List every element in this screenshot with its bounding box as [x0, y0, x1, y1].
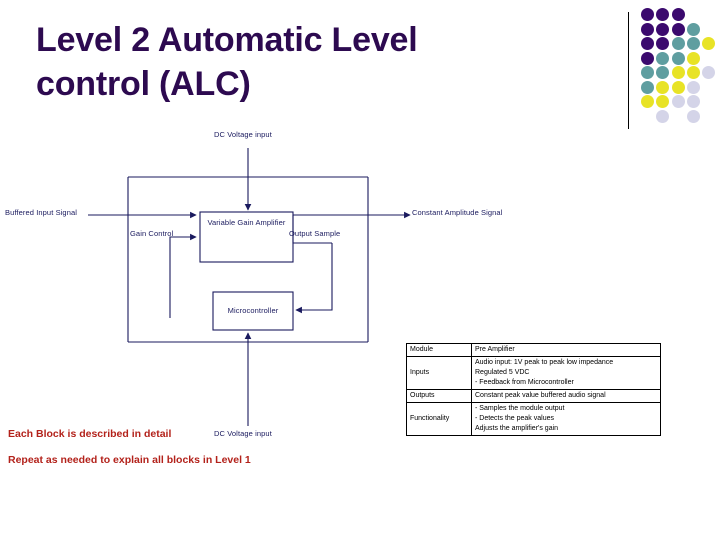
table-row: Functionality- Samples the module output…	[406, 401, 661, 436]
decoration-dot	[686, 66, 700, 79]
decoration-dot	[686, 37, 700, 50]
decoration-dot	[686, 51, 700, 65]
label-constant-amplitude-signal: Constant Amplitude Signal	[412, 208, 503, 217]
decoration-dot	[656, 51, 670, 65]
note-each-block-described: Each Block is described in detail	[8, 428, 172, 440]
spec-row-key: Inputs	[406, 355, 472, 390]
decoration-dot	[656, 66, 670, 79]
decoration-dot	[702, 66, 716, 79]
decoration-dot	[686, 109, 700, 123]
page-title: Level 2 Automatic Level control (ALC)	[36, 21, 418, 104]
wire-output-sample	[295, 243, 333, 314]
decoration-dot	[656, 80, 670, 94]
decoration-dot	[656, 8, 670, 21]
decoration-dot	[656, 22, 670, 36]
decoration-dot	[641, 8, 654, 21]
decoration-dot	[656, 109, 670, 123]
decoration-dot	[671, 80, 685, 94]
decoration-dot	[686, 22, 700, 36]
spec-row-value: Constant peak value buffered audio signa…	[471, 388, 661, 403]
block-variable-gain-amplifier	[199, 211, 294, 263]
spec-row-value: Pre Amplifier	[471, 343, 661, 357]
spec-row-value: - Samples the module output - Detects th…	[471, 401, 661, 436]
decoration-dot	[671, 51, 685, 65]
block-microcontroller	[212, 291, 294, 331]
decoration-dot	[686, 95, 700, 108]
decoration-dot	[641, 95, 654, 108]
decoration-dot	[641, 51, 654, 65]
decoration-dot	[671, 95, 685, 108]
decoration-dot	[702, 37, 716, 50]
spec-row-key: Module	[406, 343, 472, 357]
label-buffered-input-signal: Buffered Input Signal	[5, 208, 78, 217]
label-microcontroller: Microcontroller	[227, 306, 279, 315]
decoration-dot	[641, 22, 654, 36]
note-repeat-as-needed: Repeat as needed to explain all blocks i…	[8, 454, 251, 466]
decoration-dot	[671, 37, 685, 50]
label-variable-gain-amplifier: Variable Gain Amplifier	[207, 218, 286, 227]
vertical-divider	[628, 12, 629, 129]
wire-gain-control	[169, 233, 197, 318]
decoration-dot	[686, 80, 700, 94]
decoration-dot	[656, 37, 670, 50]
decoration-dot	[671, 66, 685, 79]
decoration-dot	[671, 8, 685, 21]
spec-row-key: Outputs	[406, 388, 472, 403]
label-dc-voltage-input-top: DC Voltage input	[214, 130, 272, 139]
decoration-dot	[671, 22, 685, 36]
dot-grid-decoration	[641, 8, 717, 126]
label-gain-control: Gain Control	[130, 229, 174, 238]
label-output-sample: Output Sample	[289, 229, 341, 238]
decoration-dot	[641, 66, 654, 79]
decoration-dot	[641, 80, 654, 94]
decoration-dot	[641, 37, 654, 50]
spec-row-value: Audio input: 1V peak to peak low impedan…	[471, 355, 661, 390]
decoration-dot	[656, 95, 670, 108]
spec-row-key: Functionality	[406, 401, 472, 436]
label-dc-voltage-input-bottom: DC Voltage input	[214, 429, 272, 438]
table-row: Inputs Audio input: 1V peak to peak low …	[406, 355, 661, 390]
wire-output-sample-tap	[292, 215, 332, 244]
